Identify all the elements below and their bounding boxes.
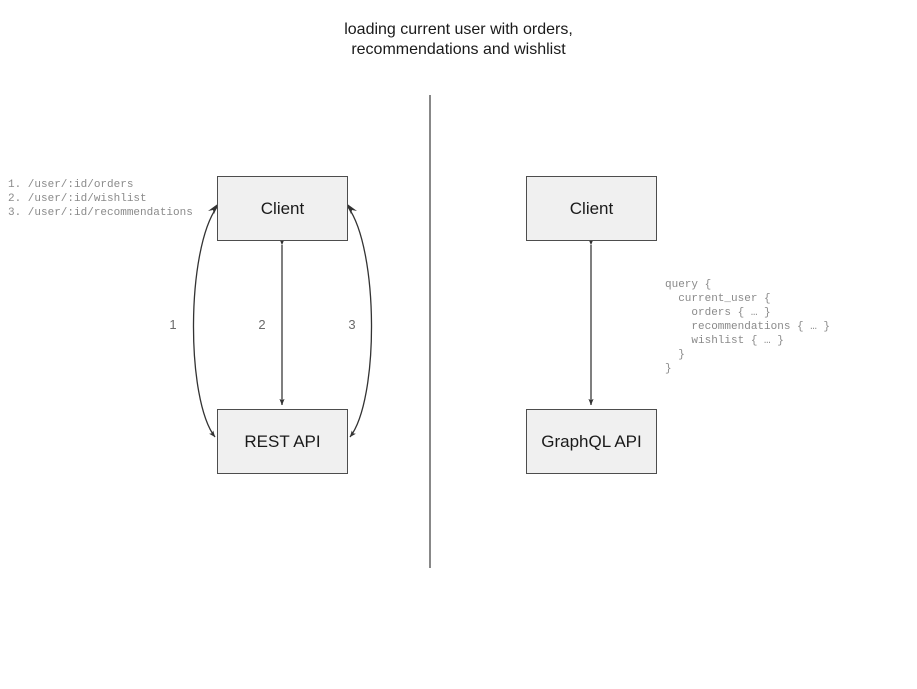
- rest-endpoints-code: 1. /user/:id/orders 2. /user/:id/wishlis…: [8, 179, 193, 219]
- rest-edge-1-arrowhead-up: [208, 203, 219, 214]
- node-graphql-api-label: GraphQL API: [541, 431, 642, 451]
- node-client-rest-label: Client: [260, 198, 305, 218]
- node-client-graphql[interactable]: Client: [526, 176, 657, 241]
- edge-label-1: 1: [169, 317, 177, 332]
- node-client-rest[interactable]: Client: [217, 176, 348, 241]
- edge-label-2: 2: [258, 317, 266, 332]
- node-rest-api-label: REST API: [244, 431, 321, 451]
- edge-label-3: 3: [348, 317, 356, 332]
- graphql-query-code: query { current_user { orders { … } reco…: [665, 279, 831, 375]
- rest-edge-1-arrow: [192, 206, 218, 438]
- rest-edge-1-arrow-return: [194, 210, 218, 437]
- node-client-graphql-label: Client: [569, 198, 614, 218]
- page-title: loading current user with orders, recomm…: [344, 21, 573, 58]
- node-rest-api[interactable]: REST API: [217, 409, 348, 474]
- rest-edge-3-arrow: [347, 206, 373, 438]
- rest-edge-3-arrowhead-up: [346, 203, 357, 214]
- node-graphql-api[interactable]: GraphQL API: [526, 409, 657, 474]
